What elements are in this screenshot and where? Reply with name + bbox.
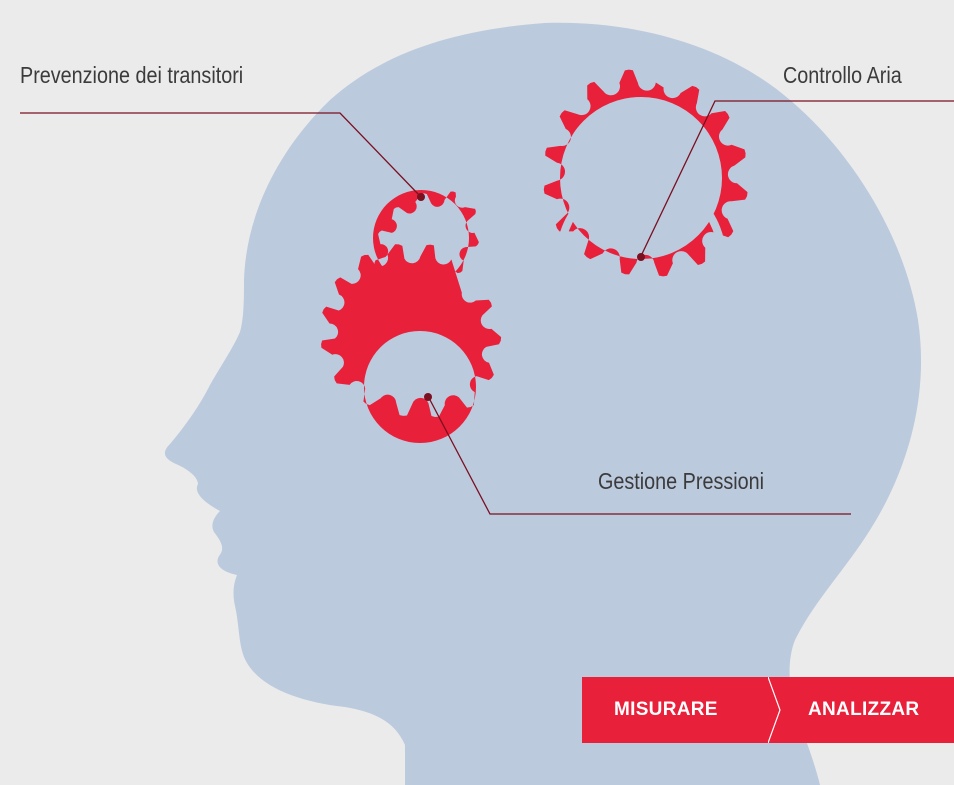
inner-ring (556, 173, 726, 343)
leader-line-air-control (640, 100, 954, 257)
step-misurare[interactable]: MISURARE (614, 699, 718, 720)
marker-prevention (417, 193, 425, 201)
large-gear (321, 244, 502, 444)
leader-line-prevention (20, 112, 421, 197)
marker-air-control (637, 253, 645, 261)
process-steps-bar: MISURARE ANALIZZAR (582, 677, 954, 743)
label-air-control: Controllo Aria (783, 62, 902, 88)
step-analizzare[interactable]: ANALIZZAR (808, 699, 920, 720)
label-prevention: Prevenzione dei transitori (20, 62, 244, 88)
label-pressure: Gestione Pressioni (598, 468, 765, 494)
marker-pressure (424, 393, 432, 401)
leader-line-pressure (428, 397, 851, 515)
chevron-separator-icon (768, 677, 781, 743)
head-silhouette (164, 22, 922, 785)
